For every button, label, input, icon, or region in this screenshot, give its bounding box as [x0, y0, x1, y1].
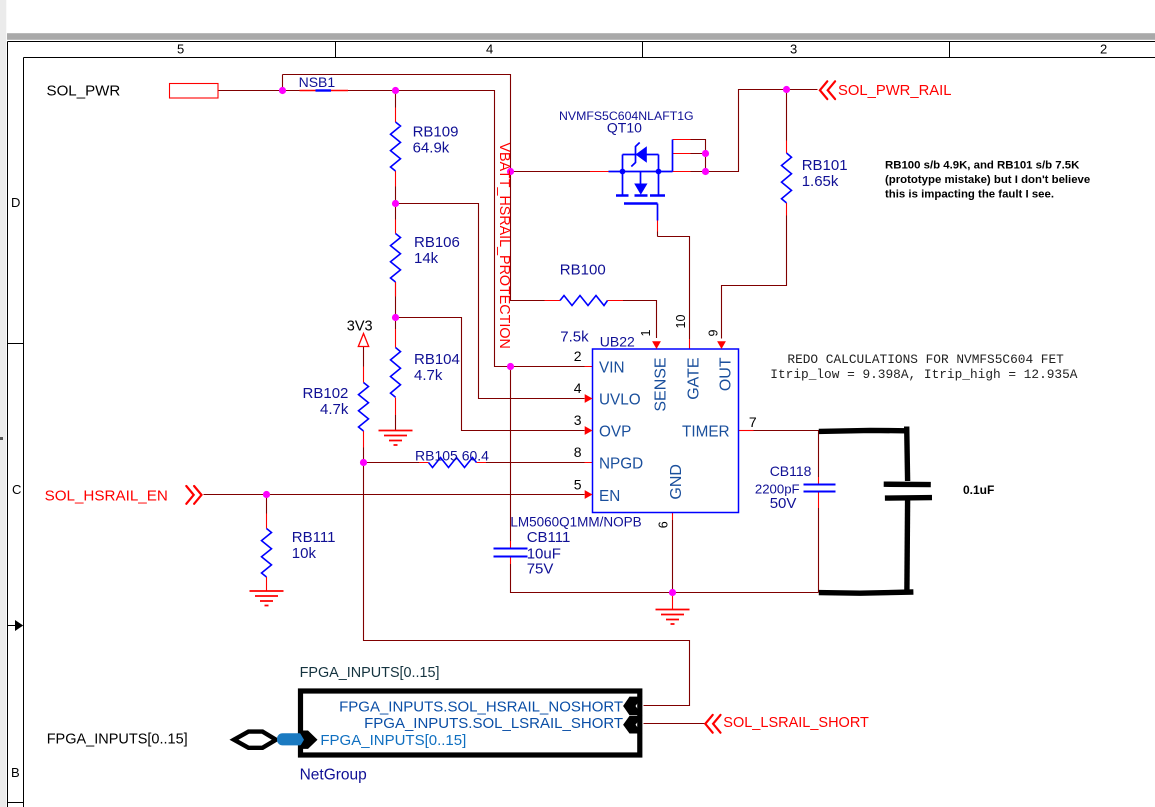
svg-text:EN: EN [599, 488, 620, 505]
svg-text:C: C [12, 482, 21, 497]
svg-text:RB106: RB106 [414, 234, 460, 251]
svg-text:CB118: CB118 [770, 463, 812, 479]
svg-text:OUT: OUT [718, 357, 735, 391]
svg-text:4.7k: 4.7k [414, 367, 443, 384]
svg-text:75V: 75V [527, 561, 554, 578]
svg-text:14k: 14k [414, 250, 439, 267]
svg-text:RB102: RB102 [303, 385, 349, 402]
svg-text:4: 4 [486, 42, 493, 57]
svg-text:NSB1: NSB1 [299, 74, 336, 90]
svg-text:VBATT_HSRAIL_PROTECTION: VBATT_HSRAIL_PROTECTION [496, 143, 512, 349]
svg-text:10uF: 10uF [527, 545, 561, 562]
svg-text:RB111: RB111 [292, 529, 336, 546]
svg-text:GND: GND [668, 464, 685, 500]
svg-text:NVMFS5C604NLAFT1G: NVMFS5C604NLAFT1G [559, 109, 694, 123]
svg-text:SOL_LSRAIL_SHORT: SOL_LSRAIL_SHORT [723, 715, 869, 731]
svg-text:RB100: RB100 [560, 262, 606, 279]
svg-text:1.65k: 1.65k [802, 173, 839, 190]
svg-text:RB104: RB104 [414, 351, 460, 368]
svg-text:3: 3 [790, 42, 797, 57]
svg-text:Itrip_low = 9.398A, Itrip_high: Itrip_low = 9.398A, Itrip_high = 12.935A [770, 367, 1077, 382]
svg-text:SOL_PWR: SOL_PWR [47, 82, 121, 99]
svg-text:FPGA_INPUTS.SOL_HSRAIL_NOSHORT: FPGA_INPUTS.SOL_HSRAIL_NOSHORT [339, 699, 623, 716]
svg-text:(prototype mistake) but I don': (prototype mistake) but I don't believe [885, 174, 1090, 186]
svg-text:B: B [11, 765, 20, 780]
svg-text:RB101: RB101 [802, 157, 848, 174]
svg-text:SOL_PWR_RAIL: SOL_PWR_RAIL [838, 83, 951, 99]
svg-text:this is impacting the fault I: this is impacting the fault I see. [885, 188, 1054, 200]
svg-text:RB100 s/b 4.9K, and RB101 s/b: RB100 s/b 4.9K, and RB101 s/b 7.5K [885, 159, 1080, 171]
svg-text:10k: 10k [292, 545, 317, 562]
svg-text:4.7k: 4.7k [320, 401, 349, 418]
svg-text:0.1uF: 0.1uF [963, 483, 994, 497]
svg-text:9: 9 [707, 330, 721, 337]
svg-text:6: 6 [657, 521, 671, 528]
svg-text:1: 1 [639, 330, 653, 337]
svg-text:TIMER: TIMER [682, 424, 730, 441]
svg-text:OVP: OVP [599, 424, 631, 441]
svg-text:SOL_HSRAIL_EN: SOL_HSRAIL_EN [45, 487, 168, 504]
svg-text:UVLO: UVLO [599, 392, 641, 409]
svg-text:RB109: RB109 [413, 123, 459, 140]
svg-text:5: 5 [177, 42, 184, 57]
svg-text:REDO CALCULATIONS FOR NVMFS5C6: REDO CALCULATIONS FOR NVMFS5C604 FET [787, 352, 1064, 367]
svg-text:UB22: UB22 [600, 333, 635, 349]
svg-text:CB111: CB111 [527, 529, 571, 546]
svg-text:SENSE: SENSE [653, 357, 670, 411]
svg-text:10: 10 [674, 315, 688, 329]
svg-text:QT10: QT10 [607, 119, 642, 135]
svg-text:7: 7 [749, 414, 757, 430]
svg-text:5: 5 [574, 477, 582, 493]
svg-text:2: 2 [574, 348, 582, 364]
svg-text:D: D [11, 195, 20, 210]
svg-text:GATE: GATE [686, 357, 703, 399]
svg-text:64.9k: 64.9k [413, 139, 450, 156]
svg-text:8: 8 [574, 444, 582, 460]
svg-text:FPGA_INPUTS[0..15]: FPGA_INPUTS[0..15] [300, 665, 440, 681]
svg-text:2: 2 [1100, 42, 1107, 57]
svg-text:VIN: VIN [599, 360, 625, 377]
svg-text:NPGD: NPGD [599, 456, 643, 473]
svg-text:FPGA_INPUTS.SOL_LSRAIL_SHORT: FPGA_INPUTS.SOL_LSRAIL_SHORT [364, 715, 623, 732]
svg-text:LM5060Q1MM/NOPB: LM5060Q1MM/NOPB [510, 515, 641, 530]
svg-text:2200pF: 2200pF [755, 482, 800, 497]
svg-text:RB105 60.4: RB105 60.4 [415, 447, 489, 463]
svg-text:NetGroup: NetGroup [300, 767, 367, 784]
svg-text:FPGA_INPUTS[0..15]: FPGA_INPUTS[0..15] [320, 732, 466, 749]
svg-text:4: 4 [574, 380, 582, 396]
svg-text:7.5k: 7.5k [560, 329, 589, 346]
svg-text:50V: 50V [770, 495, 797, 512]
svg-text:3: 3 [574, 412, 582, 428]
svg-text:3V3: 3V3 [347, 319, 373, 335]
svg-text:FPGA_INPUTS[0..15]: FPGA_INPUTS[0..15] [47, 732, 188, 748]
